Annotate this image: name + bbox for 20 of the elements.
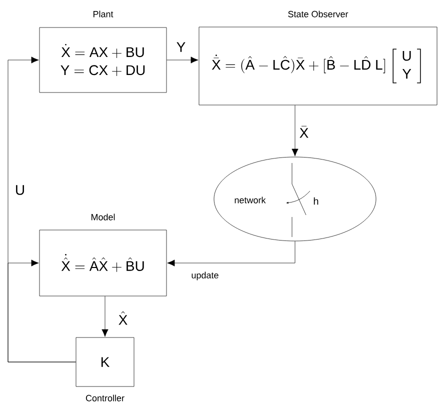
arrow [166,56,198,64]
block-heading: Controller [86,394,124,402]
block-heading: Plant [93,10,114,18]
arrow [292,105,298,156]
block-box: $\dot{\mathsf{X}}=\mathsf{AX}+\mathsf{BU}$ $\mathsf{Y}=\mathsf{CX}+\mathsf{DU}$ [39,27,167,93]
block-box: K [76,337,134,387]
edge-label: $\mathsf{U}$ [16,185,24,195]
block-box: $\dot{\bar{\mathsf{X}}}=(\hat{\mathsf{A}}-\mathsf{L}\hat{\mathsf{C}})\bar{\mathsf{X}}+[\hat{\mathsf{B}}-\mathsf{L}\hat{\mathsf{D}}\ \mathsf{L}]\left[\begin{array}{c}\mathsf{U}\\ \mathsf{Y}\end{array}\right]$ [198,26,438,106]
block-heading: State Observer [288,10,348,18]
block-heading: Model [91,214,115,220]
arrow [8,260,76,362]
switch-label: h [314,197,318,205]
arrow [167,241,296,266]
block-box: $\dot{\hat{\mathsf{X}}}=\hat{\mathsf{A}}\hat{\mathsf{X}}+\hat{\mathsf{B}}\mathsf{U}$ [39,230,167,296]
edge-label: $\mathsf{Y}$ [176,42,186,52]
edge-label: $\bar{\mathsf{X}}$ [300,126,308,138]
edge-label: update [192,272,218,280]
network-label: network [234,196,266,204]
arrow [102,296,108,337]
edge-label: $\hat{\mathsf{X}}$ [118,311,128,325]
